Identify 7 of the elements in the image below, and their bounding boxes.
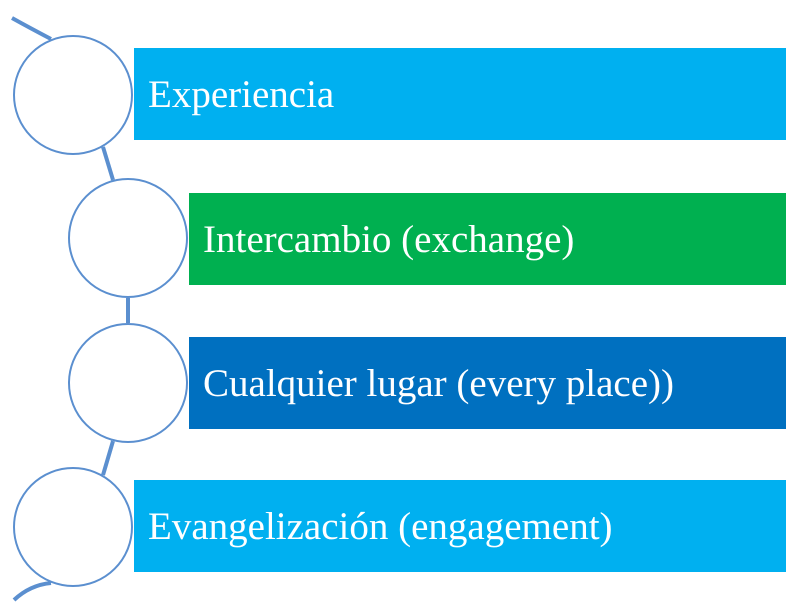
list-bar: Cualquier lugar (every place)) <box>189 337 786 429</box>
connector-line <box>101 440 115 476</box>
connector-line <box>126 298 130 323</box>
list-bar: Intercambio (exchange) <box>189 193 786 285</box>
list-bar: Evangelización (engagement) <box>134 480 786 572</box>
connector-line <box>101 146 115 180</box>
list-bar: Experiencia <box>134 48 786 140</box>
